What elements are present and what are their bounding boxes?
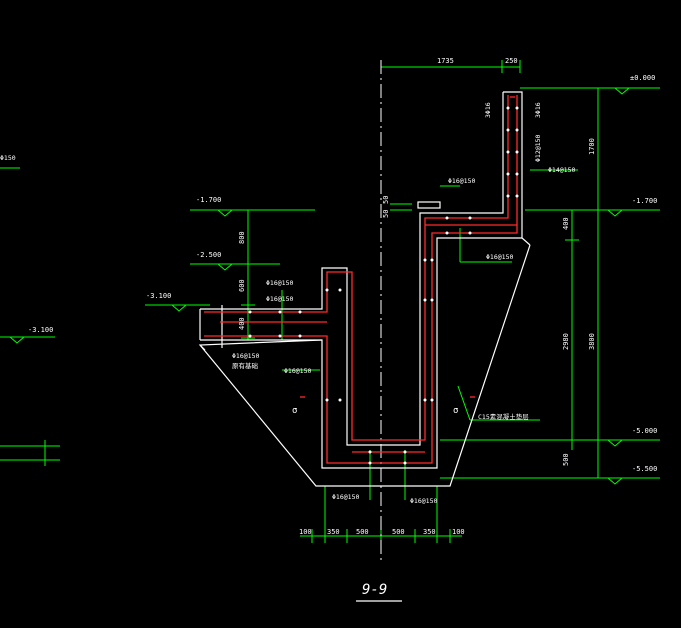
dim-right-d4: 3800 [588,333,596,350]
rebar-label-r12: Φ16@150 [410,497,437,505]
rebar-label-r9: Φ16@150 [232,352,259,360]
dimension-lines [0,60,660,543]
rebar-label-r3: Φ12@150 [534,135,542,162]
dim-right-d3: 2980 [562,333,570,350]
rebar-label-r7: Φ16@150 [266,279,293,287]
dim-bottom-4: 350 [423,528,436,536]
level-far-left: -3.100 [28,326,53,334]
dim-left-l2: 600 [238,279,246,292]
dim-bottom-1: 350 [327,528,340,536]
note-c15: C15素混凝土垫层 [478,412,529,421]
svg-text:σ: σ [453,406,458,416]
note-far-left-top: Φ150 [0,154,16,162]
concrete-outline [198,91,531,487]
dim-mid-m2: 50 [382,196,390,204]
rebar-label-r10: Φ16@150 [284,367,311,375]
rebar-dots [248,106,519,465]
dim-mid-m1: 50 [382,210,390,218]
level-top: ±0.000 [630,74,655,82]
note-left: 原有基础 [232,361,259,370]
dim-right-d2: 400 [562,217,570,230]
svg-text:σ: σ [292,406,297,416]
note-text: C15素混凝土垫层 原有基础 Φ150 [0,154,529,421]
level-right-lower2: -5.500 [632,465,657,473]
dim-bottom-0: 100 [299,528,312,536]
rebar-label-r6: Φ16@150 [486,253,513,261]
dim-bottom-3: 500 [392,528,405,536]
rebar-label-r4: Φ14@150 [548,166,575,174]
rebar-label-r5: Φ16@150 [448,177,475,185]
dim-left-l3: 400 [238,317,246,330]
dim-top-b: 250 [505,57,518,65]
dim-left-l1: 800 [238,231,246,244]
dim-bottom-5: 100 [452,528,465,536]
level-right-lower1: -5.000 [632,427,657,435]
level-left-3: -3.100 [146,292,171,300]
rebar-label-r8: Φ16@150 [266,295,293,303]
level-right-upper: -1.700 [632,197,657,205]
level-left-1: -1.700 [196,196,221,204]
dim-bottom-2: 500 [356,528,369,536]
rebar-label-r2: 3Φ16 [534,102,542,118]
level-left-2: -2.500 [196,251,221,259]
dim-right-d5: 500 [562,453,570,466]
rebar-label-r1: 3Φ16 [484,102,492,118]
rebar-label-text: 3Φ16 3Φ16 Φ12@150 Φ14@150 Φ16@150 Φ16@15… [232,102,575,505]
dim-top-a: 1735 [437,57,454,65]
level-text: ±0.000 -1.700 -5.000 -5.500 -1.700 -2.50… [28,74,657,473]
rebar-label-r11: Φ16@150 [332,493,359,501]
section-marks: σ σ [292,406,458,416]
rebar-lines [204,95,518,464]
dimension-text: 1735 250 100 350 500 500 350 100 1700 40… [238,57,596,536]
section-title: 9-9 [362,582,387,598]
dim-right-d1: 1700 [588,138,596,155]
